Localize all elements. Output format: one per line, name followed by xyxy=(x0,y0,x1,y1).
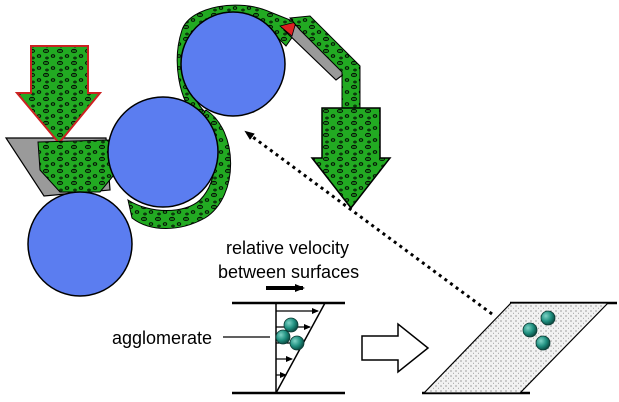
roll-bottom xyxy=(27,191,133,297)
agglomerate-right xyxy=(522,310,556,351)
roll-middle xyxy=(107,96,219,208)
roll-top xyxy=(180,11,286,117)
sheared-sample-body xyxy=(422,302,610,394)
velocity-label-line2: between surfaces xyxy=(218,262,360,282)
right-hollow-arrow xyxy=(361,322,430,374)
scraper-tip xyxy=(279,21,297,37)
agglomerate-label: agglomerate xyxy=(112,328,213,348)
agglomerate-left xyxy=(275,317,305,351)
velocity-label-line1: relative velocity xyxy=(226,238,350,258)
down-arrow-output xyxy=(310,107,392,210)
down-arrow-feed xyxy=(14,45,103,145)
dotted-leader-arrow xyxy=(244,130,493,316)
